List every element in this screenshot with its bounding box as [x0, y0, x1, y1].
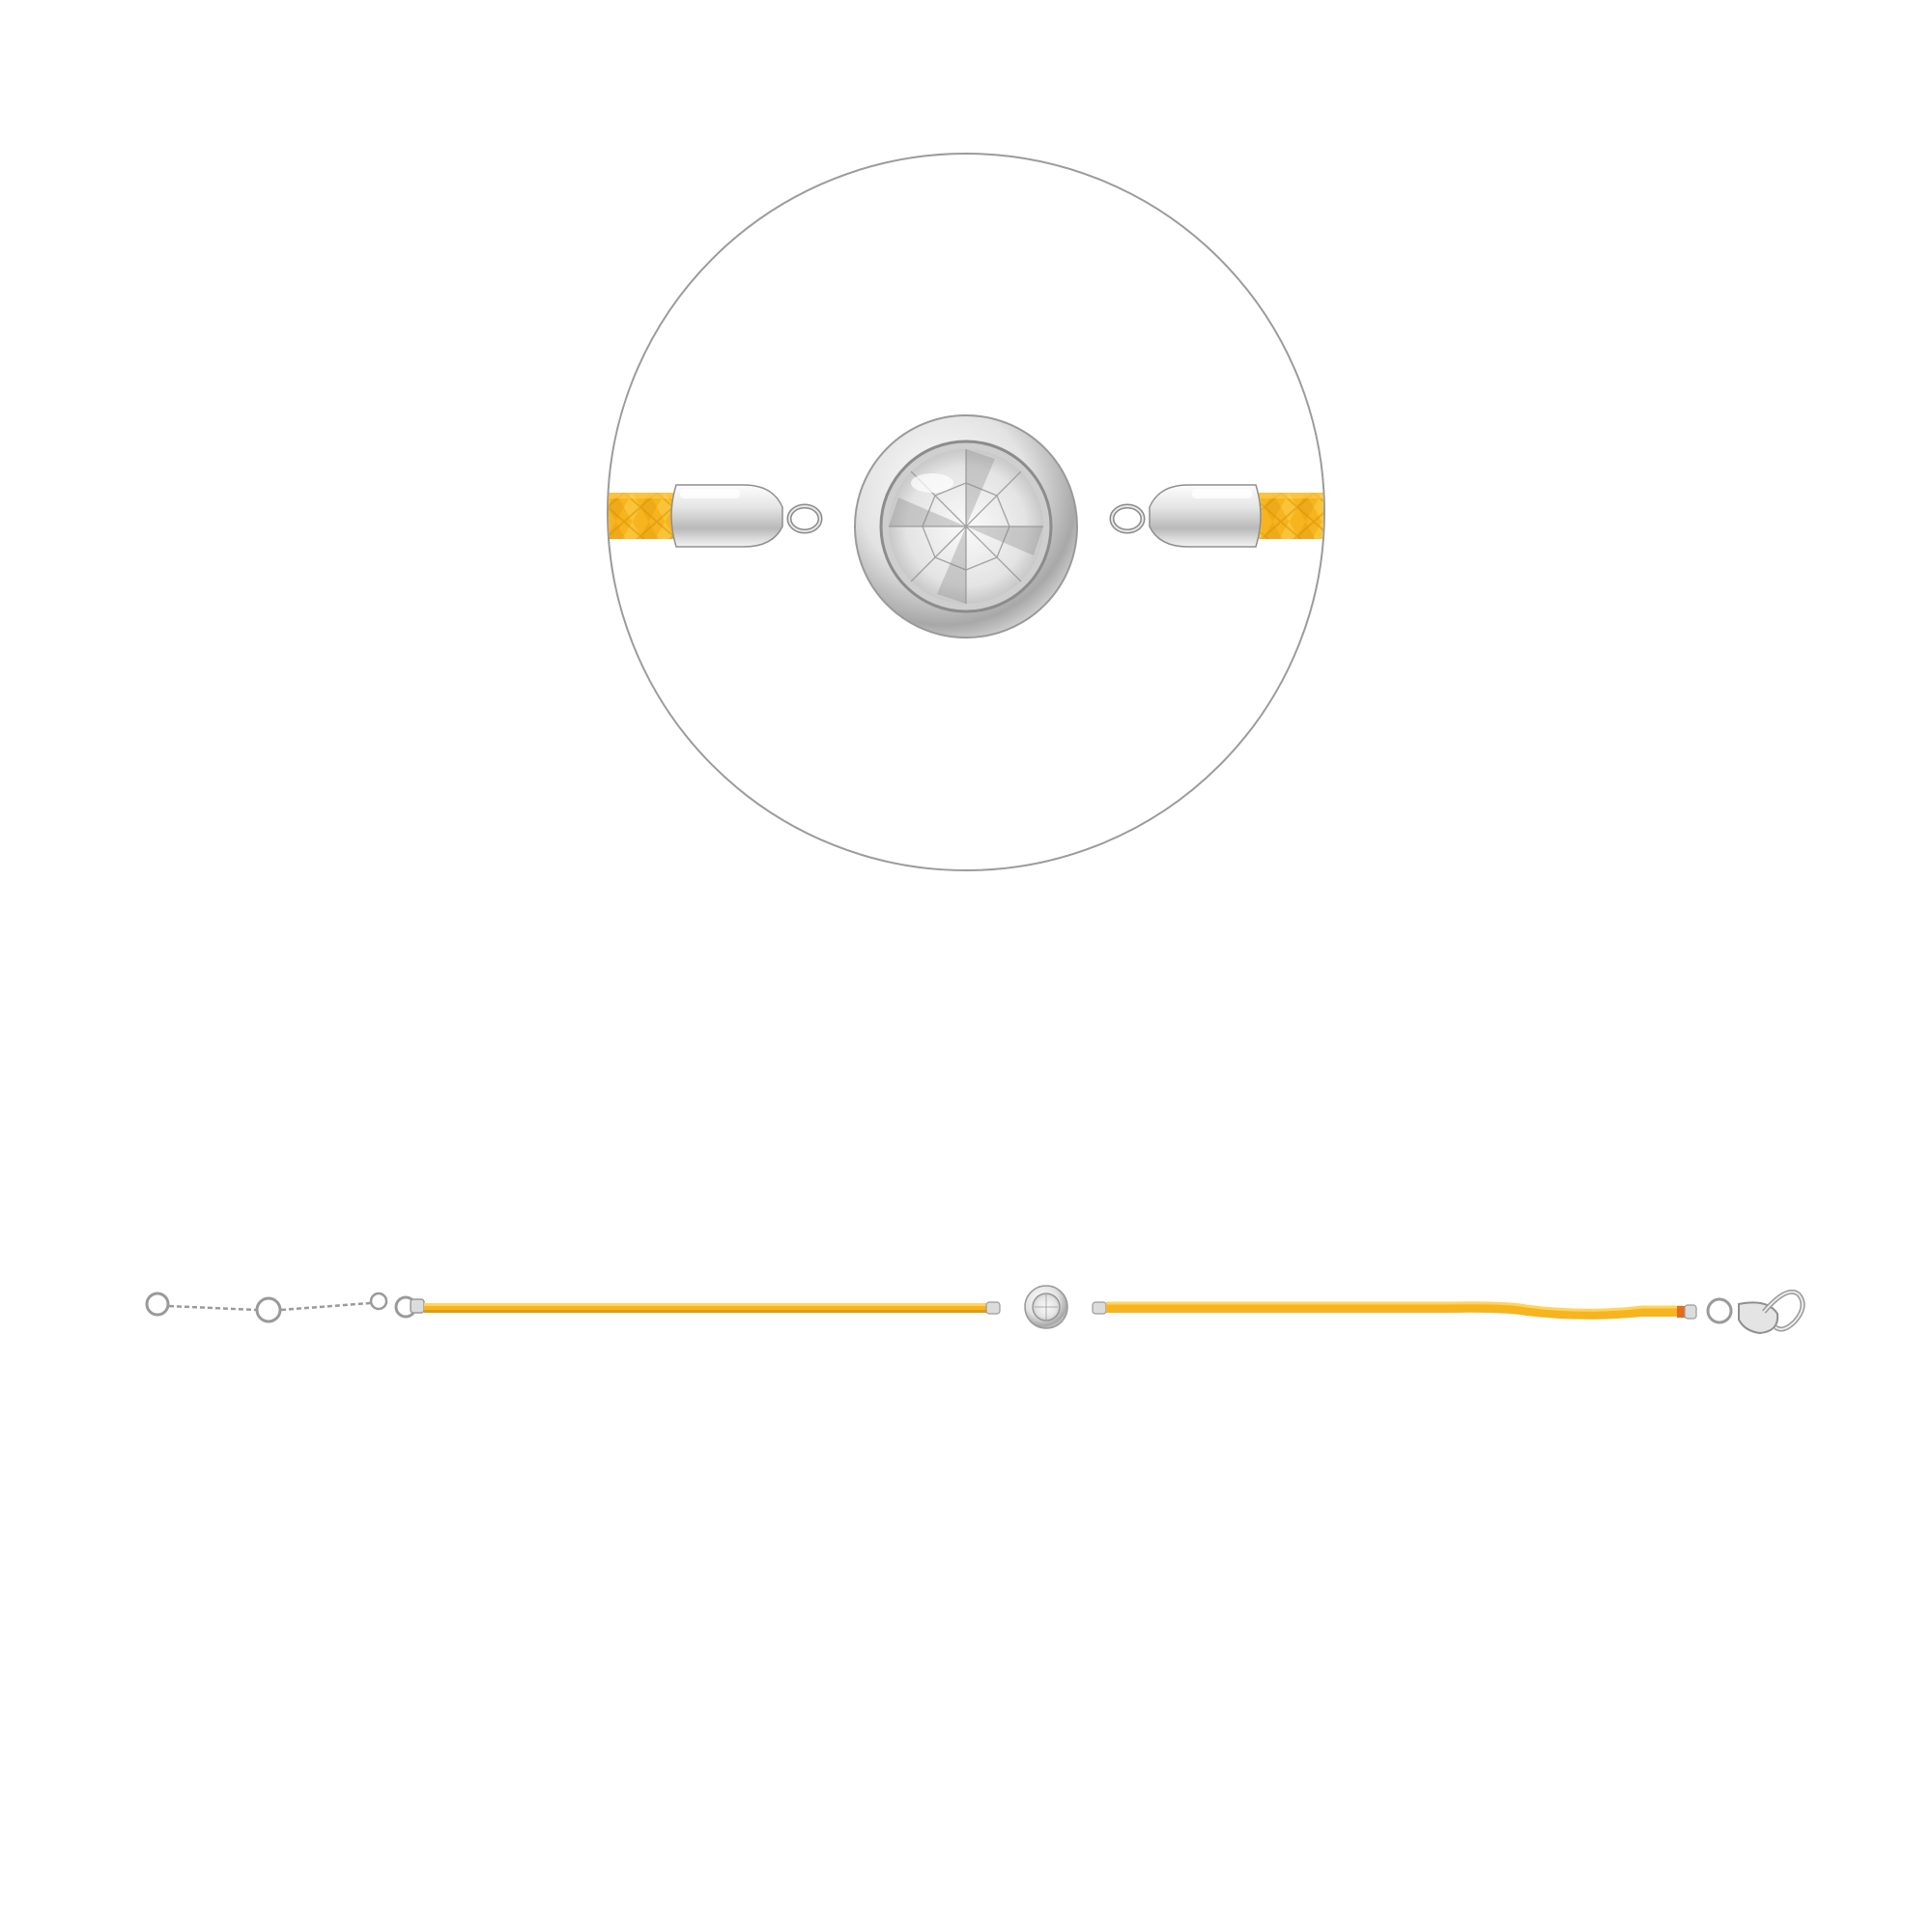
cord-end-cap-right [1109, 484, 1262, 548]
bezel-stone-charm [854, 414, 1078, 639]
bezel-stone-charm-small [985, 1285, 1107, 1329]
cord-left [424, 1303, 986, 1313]
cord-right [1106, 1301, 1685, 1320]
bracelet-full-view [145, 1285, 1805, 1335]
lobster-clasp [1684, 1289, 1805, 1335]
extender-chain [145, 1292, 425, 1323]
zoom-detail-circle [607, 153, 1325, 871]
cord-end-cap-left [670, 484, 823, 548]
